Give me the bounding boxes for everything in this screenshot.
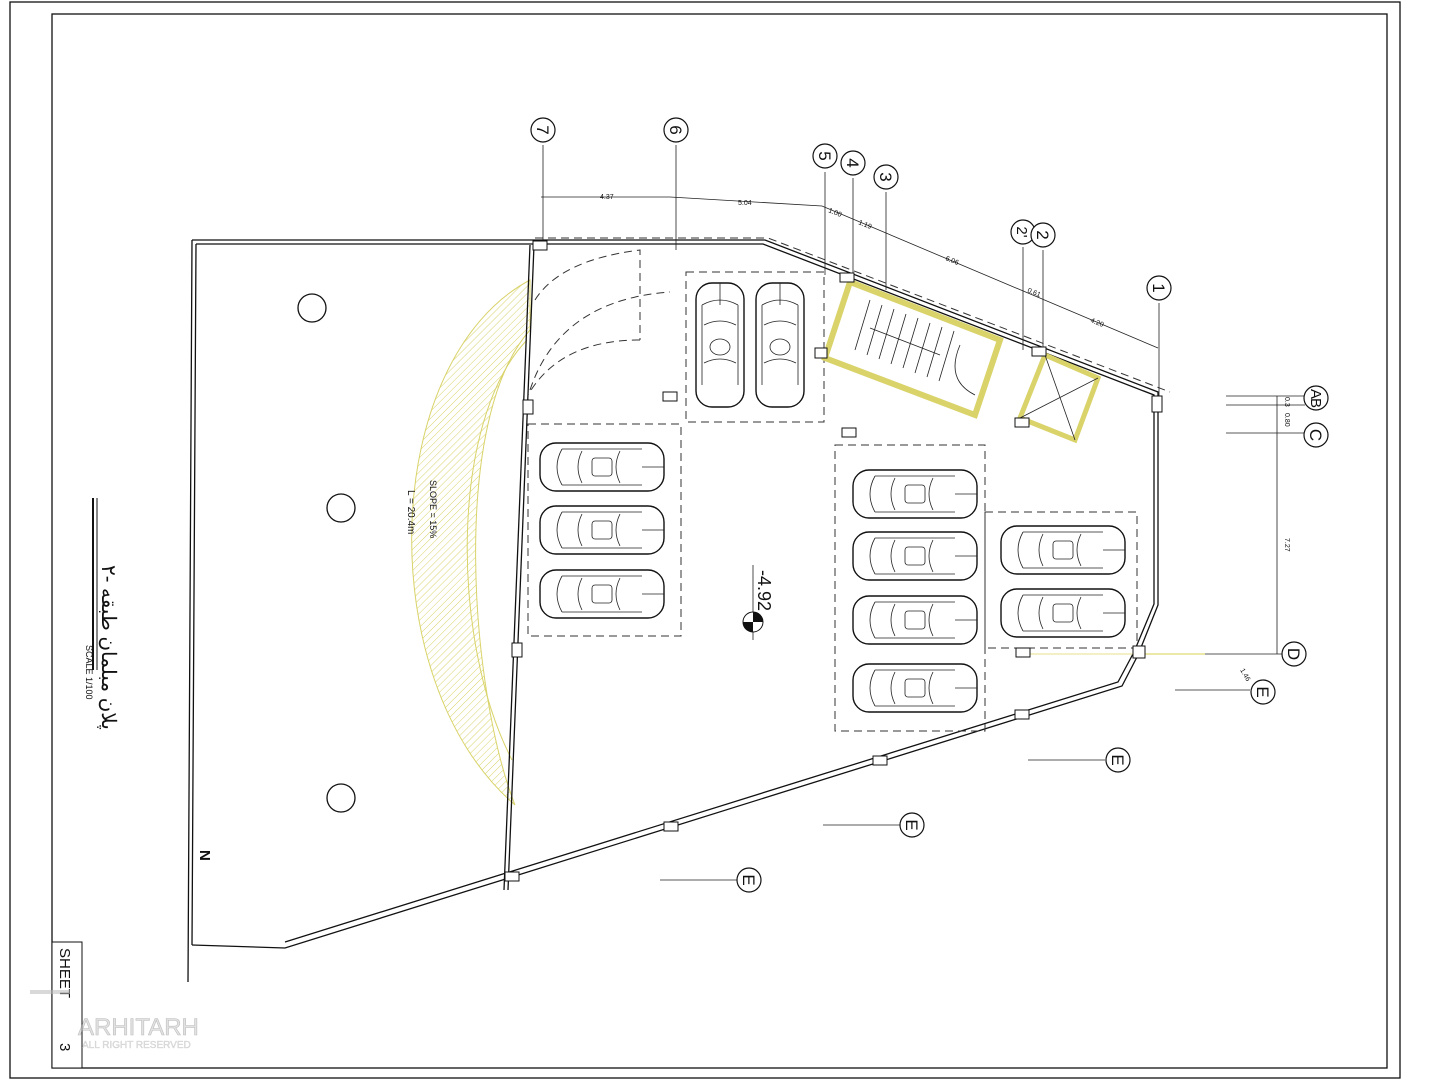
grid-axes-letters: 0.3 0.80 7.27 1.46 AB C D E E E E	[660, 385, 1329, 893]
watermark-logo: ARHITARH ALL RIGHT RESERVED	[30, 990, 199, 1051]
ramp-dashed-lines	[527, 249, 671, 396]
drawing-title-block: پلان مبلمان طبقه -۲ SCALE 1/100 N	[84, 498, 213, 861]
elevation-label: -4.92	[754, 570, 774, 611]
drawing-scale: SCALE 1/100	[84, 645, 94, 700]
dimension-label: 1.00	[827, 207, 842, 219]
dimension-label: 0.80	[1283, 413, 1290, 427]
dimension-label: 4.20	[1089, 317, 1104, 329]
ramp-labels: L = 20.4m SLOPE = 15%	[405, 480, 438, 538]
dimension-label: 0.61	[1026, 287, 1041, 299]
parking-zone	[685, 271, 825, 423]
sheet-inner-border	[51, 13, 1388, 1069]
north-label: N	[196, 850, 213, 861]
grid-bubble-c: C	[1306, 429, 1325, 441]
grid-bubble-e: E	[739, 874, 758, 885]
sheet-outer-border	[9, 1, 1401, 1079]
grid-bubble-b: B	[1307, 398, 1324, 408]
grid-bubble-1: 1	[1149, 283, 1168, 292]
parking-zone	[984, 511, 1138, 649]
column-circle	[326, 783, 356, 813]
sheet-number-box: SHEET 3	[51, 941, 83, 1069]
ramp-length-label: L = 20.4m	[405, 490, 416, 534]
top-dimensions: 4.37 5.04 1.00 1.19 6.06 0.61 4.20	[541, 194, 1159, 349]
dimension-label: 1.46	[1238, 668, 1251, 683]
parking-zone	[527, 423, 682, 637]
ramp-centerline	[466, 339, 528, 761]
column-markers	[504, 240, 1163, 882]
building-outline	[187, 237, 1171, 983]
grid-bubble-6: 6	[666, 125, 685, 134]
dimension-label: 6.06	[944, 255, 959, 267]
column-circle	[326, 493, 356, 523]
dimension-label: 5.04	[738, 200, 752, 207]
dimension-label: 0.3	[1283, 397, 1290, 407]
sheet-label: SHEET	[56, 948, 73, 998]
elevation-marker: -4.92	[742, 565, 774, 640]
grid-bubble-e: E	[1108, 754, 1127, 765]
dimension-label: 4.37	[600, 194, 614, 201]
ramp-slope-label: SLOPE = 15%	[428, 480, 438, 538]
grid-bubble-5: 5	[815, 151, 834, 160]
sheet-number: 3	[56, 1043, 73, 1051]
ramp-hatch	[411, 279, 531, 806]
dimension-label: 1.19	[857, 219, 872, 231]
grid-bubble-3: 3	[876, 172, 895, 181]
drawing-title: پلان مبلمان طبقه -۲	[97, 565, 119, 730]
grid-bubble-e: E	[1253, 686, 1272, 697]
grid-bubble-7: 7	[533, 125, 552, 134]
stair-core	[821, 278, 1102, 444]
watermark-subtext: ALL RIGHT RESERVED	[82, 1040, 191, 1051]
grid-bubble-4: 4	[843, 158, 862, 167]
grid-bubble-2-prime: 2'	[1013, 226, 1030, 237]
grid-bubble-a: A	[1307, 389, 1324, 399]
column-circle	[297, 293, 327, 323]
grid-axes-numbers: 7 6 5 4 3 2' 2 1	[530, 117, 1172, 400]
grid-bubble-d: D	[1284, 648, 1303, 660]
grid-bubble-2: 2	[1033, 230, 1052, 239]
watermark-text: ARHITARH	[78, 1014, 199, 1041]
grid-bubble-e: E	[902, 819, 921, 830]
dimension-label: 7.27	[1283, 538, 1290, 552]
